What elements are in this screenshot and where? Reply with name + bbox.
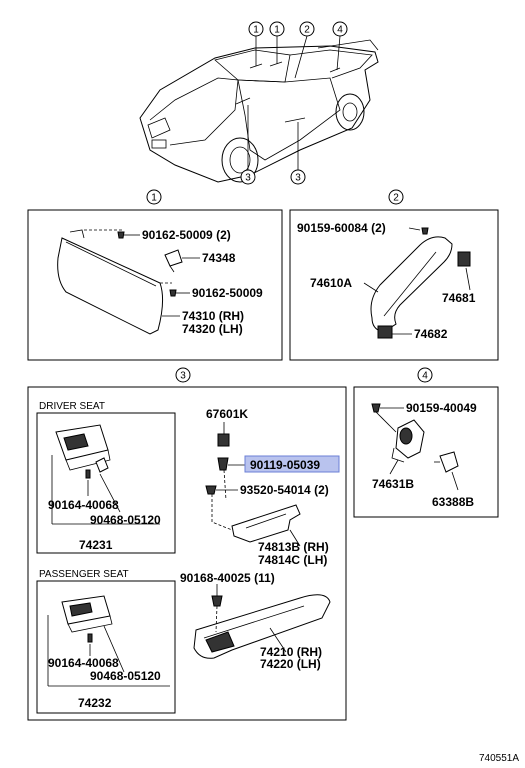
section-2-assist-grip: 2 90159-60084 (2) 74610A 74681 74682 (289, 189, 499, 361)
section-4-lamp: 4 90159-40049 74631B 63388B (353, 367, 499, 518)
label: 2 (393, 193, 399, 204)
section-1-sun-visor: 1 90162-50009 (2) 74348 90162-50009 7431… (27, 189, 283, 361)
part-90119-05039: 90119-05039 (250, 458, 320, 472)
car-callouts: 1 1 2 4 3 3 (240, 21, 348, 185)
passenger-seat-title: PASSENGER SEAT (39, 569, 129, 580)
part-90162-50009: 90162-50009 (192, 286, 263, 300)
part-90159-40049: 90159-40049 (406, 401, 477, 415)
part-90159-60084-2: 90159-60084 (2) (297, 221, 386, 235)
part-90162-50009-2: 90162-50009 (2) (142, 228, 231, 242)
part-74320-lh: 74320 (LH) (182, 322, 243, 336)
callout-4-top: 4 (332, 21, 348, 37)
part-90168-40025-11: 90168-40025 (11) (180, 571, 275, 585)
part-74310-rh: 74310 (RH) (182, 309, 244, 323)
part-74631b: 74631B (372, 477, 414, 491)
part-74610a: 74610A (310, 276, 352, 290)
part-90164-40068-passenger: 90164-40068 (48, 656, 119, 670)
label: 4 (422, 371, 428, 382)
label: 4 (337, 25, 343, 36)
driver-seat-title: DRIVER SEAT (39, 401, 105, 412)
part-74681: 74681 (442, 291, 476, 305)
part-74210-rh: 74210 (RH) (260, 645, 322, 659)
callout-3-bottom-b: 3 (290, 169, 306, 185)
part-74682: 74682 (414, 327, 448, 341)
label: 3 (245, 173, 251, 184)
part-90468-05120-passenger: 90468-05120 (90, 669, 161, 683)
label: 1 (151, 193, 157, 204)
diagram-id: 740551A (479, 753, 519, 764)
label: 2 (304, 25, 310, 36)
car-illustration (139, 39, 379, 183)
part-63388b: 63388B (432, 495, 474, 509)
label: 3 (295, 173, 301, 184)
highlighted-part-box[interactable] (244, 455, 340, 473)
part-74232: 74232 (78, 696, 112, 710)
part-74813b-rh: 74813B (RH) (258, 540, 329, 554)
callout-2-top: 2 (299, 21, 315, 37)
part-74220-lh: 74220 (LH) (260, 657, 321, 671)
part-90164-40068-driver: 90164-40068 (48, 498, 119, 512)
part-93520-54014-2: 93520-54014 (2) (240, 483, 329, 497)
label: 1 (274, 25, 280, 36)
label: 1 (253, 25, 259, 36)
label: 3 (180, 371, 186, 382)
part-74348: 74348 (202, 251, 236, 265)
part-90468-05120-driver: 90468-05120 (90, 513, 161, 527)
part-67601k: 67601K (206, 407, 248, 421)
part-74814c-lh: 74814C (LH) (258, 553, 327, 567)
callout-3-bottom-a: 3 (240, 169, 256, 185)
part-74231: 74231 (79, 538, 113, 552)
section-3-armrest: 3 DRIVER SEAT 90164-40068 90468-05120 74… (27, 367, 347, 721)
callout-1-top: 1 (248, 21, 264, 37)
callout-1b-top: 1 (269, 21, 285, 37)
